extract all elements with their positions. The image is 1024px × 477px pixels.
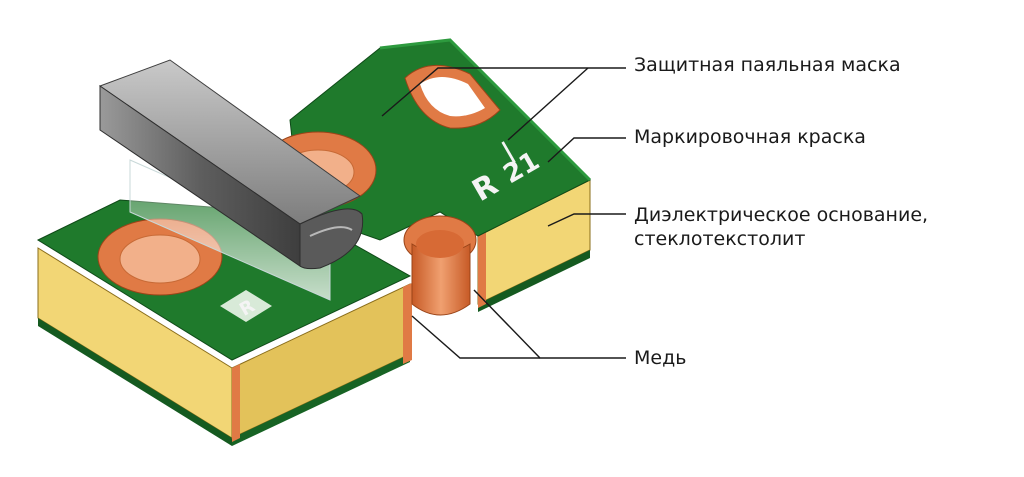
component-end-highlight: [309, 226, 353, 237]
right-mask-highlight: [379, 38, 592, 182]
silkscreen-diamond: [220, 290, 272, 322]
leader-marking-ink: [547, 137, 626, 163]
label-solder-mask: Защитная паяльная маска: [634, 54, 901, 76]
top-copper-half-pad-hole: [420, 77, 485, 117]
label-copper: Медь: [634, 347, 687, 369]
leader-solder-mask-2: [507, 67, 589, 141]
left-mask-bottom-side: [232, 354, 410, 446]
left-copper-pad-inner: [119, 234, 201, 284]
left-mask-bottom-front: [38, 318, 232, 446]
left-copper-cut: [403, 283, 412, 364]
right-copper-edge: [478, 232, 486, 308]
left-copper-edge: [232, 364, 240, 442]
component-end-cap: [299, 208, 364, 270]
right-mask-bottom: [478, 250, 590, 312]
leader-solder-mask: [381, 67, 626, 117]
label-dielectric-line1: Диэлектрическое основание,: [634, 204, 929, 226]
leader-copper-1: [411, 315, 540, 359]
leader-copper-2: [473, 289, 626, 359]
via-hole-inner: [416, 230, 464, 258]
leader-dielectric: [547, 213, 626, 227]
label-dielectric: Диэлектрическое основание, стеклотекстол…: [634, 203, 928, 251]
label-dielectric-line2: стеклотекстолит: [634, 228, 806, 250]
right-board-section: | R 21: [259, 38, 592, 316]
component-body: [98, 59, 364, 301]
leader-lines: [381, 67, 626, 359]
label-marking-ink: Маркировочная краска: [634, 126, 866, 148]
